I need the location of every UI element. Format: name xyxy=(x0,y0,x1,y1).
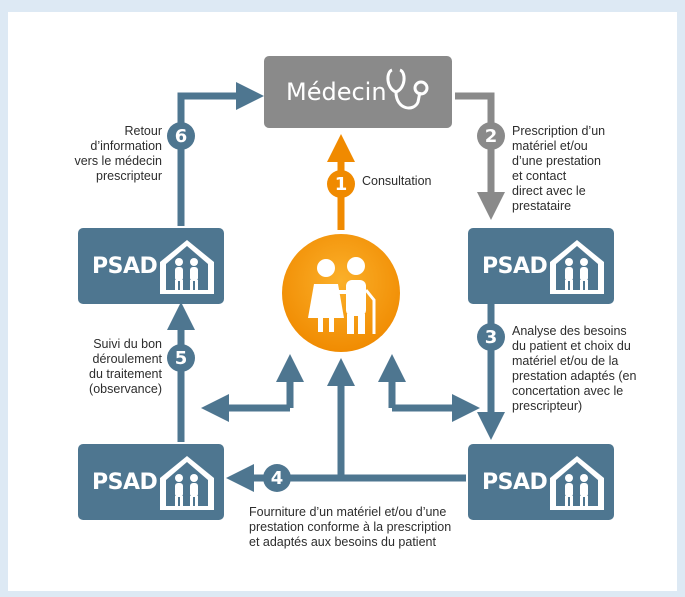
psad-node-top-right: PSAD xyxy=(468,228,614,304)
house-people-icon xyxy=(550,456,604,510)
step-1-badge: 1 xyxy=(327,170,355,198)
step-3-badge: 3 xyxy=(477,323,505,351)
step-2-line: d’une prestation xyxy=(512,154,601,168)
step-6-line: vers le médecin xyxy=(74,154,162,168)
step-5-text: Suivi du bon déroulement du traitement (… xyxy=(60,337,162,397)
psad-label: PSAD xyxy=(92,253,158,279)
step-3-line: prescripteur) xyxy=(512,399,583,413)
step-2-line: direct avec le xyxy=(512,184,586,198)
step-6-line: Retour xyxy=(124,124,162,138)
step-2-badge: 2 xyxy=(477,122,505,150)
step-3-line: concertation avec le xyxy=(512,384,624,398)
step-5-line: déroulement xyxy=(92,352,163,366)
step-6-badge: 6 xyxy=(167,122,195,150)
medecin-label: Médecin xyxy=(286,78,387,106)
step-2-line: matériel et/ou xyxy=(512,139,588,153)
step-4-line: prestation conforme à la prescription xyxy=(249,520,452,534)
step-2-line: et contact xyxy=(512,169,567,183)
step-1-text: Consultation xyxy=(362,174,432,189)
step-5-line: (observance) xyxy=(89,382,162,396)
step-2-line: Prescription d’un xyxy=(512,124,606,138)
psad-label: PSAD xyxy=(92,469,158,495)
psad-node-top-left: PSAD xyxy=(78,228,224,304)
medecin-node: Médecin xyxy=(264,56,452,128)
elderly-couple-icon xyxy=(308,257,376,334)
step-5-line: du traitement xyxy=(89,367,162,381)
step-2-line: prestataire xyxy=(512,199,572,213)
step-1-line: Consultation xyxy=(362,174,432,188)
psad-label: PSAD xyxy=(482,253,548,279)
step-3-line: Analyse des besoins xyxy=(512,324,627,338)
step-6-line: prescripteur xyxy=(96,169,162,183)
psad-node-bottom-right: PSAD xyxy=(468,444,614,520)
psad-node-bottom-left: PSAD xyxy=(78,444,224,520)
step-4-line: et adaptés aux besoins du patient xyxy=(249,535,436,549)
step-3-line: du patient et choix du xyxy=(512,339,631,353)
step-5-line: Suivi du bon xyxy=(93,337,162,351)
step-4-line: Fourniture d’un matériel et/ou d’une xyxy=(249,505,447,519)
patient-circle xyxy=(282,234,400,352)
step-4-badge: 4 xyxy=(263,464,291,492)
step-6-line: d’information xyxy=(90,139,162,153)
step-5-badge: 5 xyxy=(167,344,195,372)
step-3-line: prestation adaptés (en xyxy=(512,369,637,383)
step-4-text: Fourniture d’un matériel et/ou d’une pre… xyxy=(249,505,451,550)
step-6-text: Retour d’information vers le médecin pre… xyxy=(60,124,162,184)
house-people-icon xyxy=(160,240,214,294)
arrow-step-6 xyxy=(177,82,264,226)
step-2-text: Prescription d’un matériel et/ou d’une p… xyxy=(512,124,605,214)
house-people-icon xyxy=(550,240,604,294)
arrow-step-2 xyxy=(455,92,505,220)
step-3-line: matériel et/ou de la xyxy=(512,354,619,368)
step-3-text: Analyse des besoins du patient et choix … xyxy=(512,324,636,414)
psad-label: PSAD xyxy=(482,469,548,495)
house-people-icon xyxy=(160,456,214,510)
stethoscope-icon xyxy=(386,68,429,110)
